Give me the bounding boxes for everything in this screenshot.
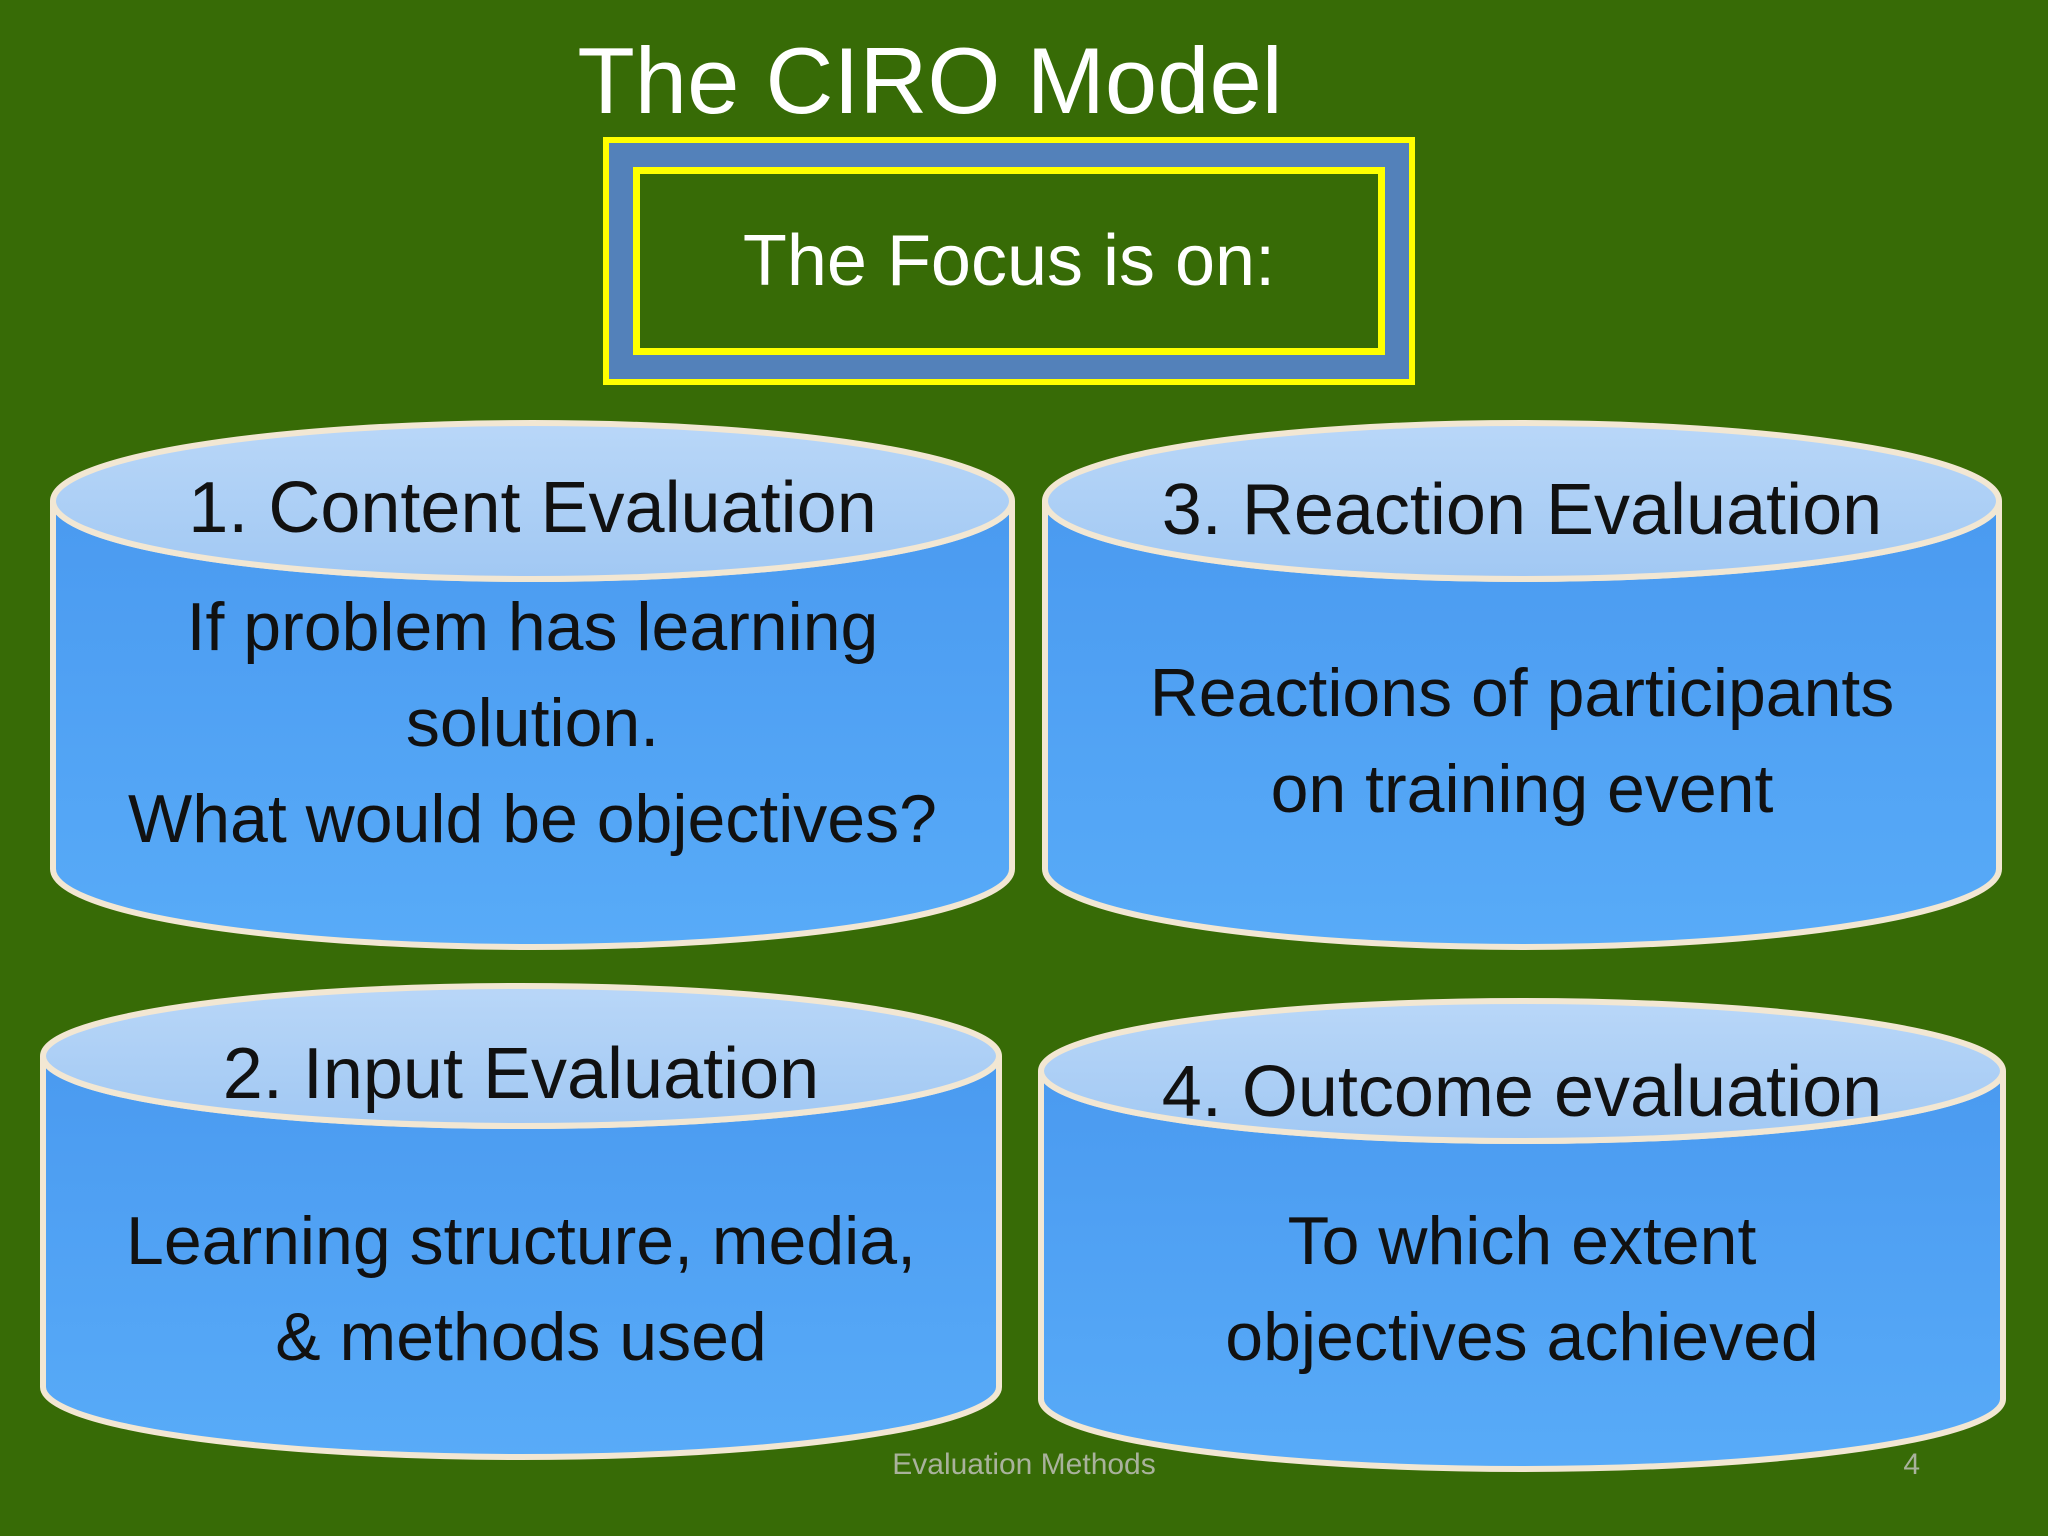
cylinder-title: 2. Input Evaluation — [222, 1034, 820, 1114]
cylinder-body-line: If problem has learning — [186, 589, 879, 665]
cylinder-body-line: What would be objectives? — [128, 781, 937, 857]
cylinder-content-evaluation: 1. Content Evaluation If problem has lea… — [50, 420, 1015, 950]
cylinder-shape — [1038, 998, 2006, 1472]
cylinder-body-line: solution. — [405, 685, 660, 761]
cylinder-title: 1. Content Evaluation — [188, 467, 877, 548]
page-title: The CIRO Model — [577, 28, 1283, 133]
cylinder-body-line: on training event — [1270, 751, 1774, 827]
focus-box: The Focus is on: — [603, 137, 1415, 385]
focus-box-inner: The Focus is on: — [633, 167, 1385, 355]
cylinder-shape — [40, 983, 1002, 1460]
cylinder-body-line: Learning structure, media, — [126, 1203, 916, 1279]
cylinder-shape — [1042, 420, 2002, 950]
cylinder-body-line: & methods used — [275, 1299, 767, 1375]
cylinder-reaction-evaluation: 3. Reaction Evaluation Reactions of part… — [1042, 420, 2002, 950]
cylinder-outcome-evaluation: 4. Outcome evaluation To which extent ob… — [1038, 998, 2006, 1472]
cylinder-body-text: Learning structure, media, & methods use… — [68, 1193, 974, 1385]
cylinder-body-text: Reactions of participants on training ev… — [1070, 645, 1974, 837]
cylinder-body-text: To which extent objectives achieved — [1066, 1193, 1978, 1385]
cylinder-title: 3. Reaction Evaluation — [1161, 470, 1883, 550]
footer-title: Evaluation Methods — [892, 1448, 1156, 1481]
cylinder-shape — [50, 420, 1015, 950]
cylinder-body-line: objectives achieved — [1225, 1299, 1819, 1375]
page-number: 4 — [1903, 1448, 1920, 1481]
cylinder-input-evaluation: 2. Input Evaluation Learning structure, … — [40, 983, 1002, 1460]
cylinder-body-line: Reactions of participants — [1149, 655, 1895, 731]
cylinder-body-line: To which extent — [1287, 1203, 1757, 1279]
focus-label: The Focus is on: — [742, 221, 1276, 301]
cylinder-title: 4. Outcome evaluation — [1161, 1052, 1883, 1132]
cylinder-body-text: If problem has learning solution. What w… — [78, 578, 987, 868]
